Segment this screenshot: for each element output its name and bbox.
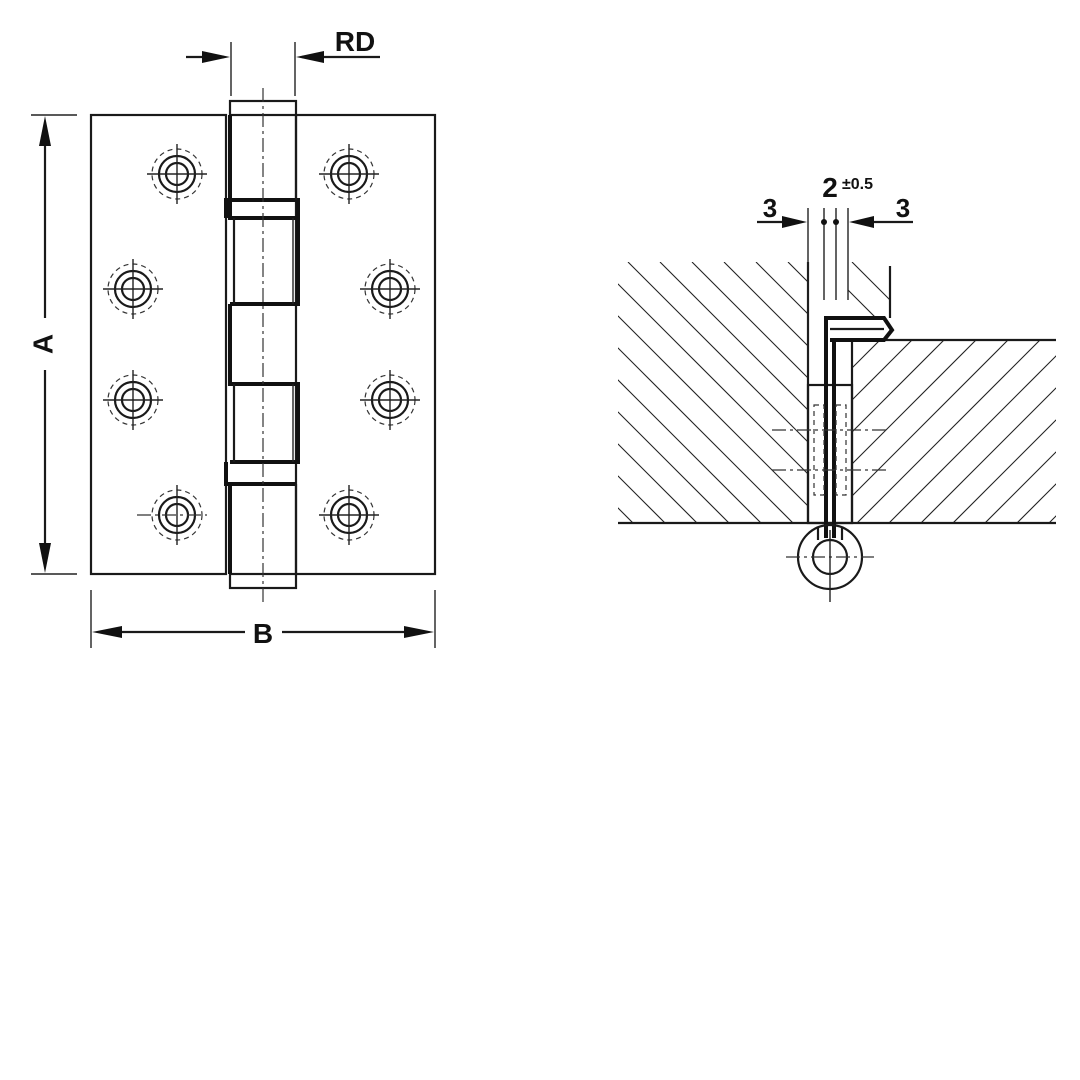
screw-holes <box>103 144 420 545</box>
dimension-height: A <box>27 114 77 575</box>
recessed-leaves <box>772 340 886 538</box>
section-view: 3 3 2 ±0.5 <box>618 172 1056 602</box>
right-leaf <box>294 113 437 576</box>
dim-right-offset: 3 <box>896 193 910 223</box>
dimension-width: B <box>90 590 436 649</box>
screw-hole <box>147 144 207 204</box>
knuckle-barrel <box>224 99 300 590</box>
screw-hole <box>103 259 163 319</box>
dim-label-a: A <box>27 334 58 354</box>
left-leaf <box>89 113 228 576</box>
dim-left-offset: 3 <box>763 193 777 223</box>
screw-hole <box>360 259 420 319</box>
open-leaf <box>824 316 895 342</box>
knuckle-section <box>786 523 874 602</box>
screw-hole <box>103 370 163 430</box>
dim-gap-tolerance: ±0.5 <box>842 176 873 193</box>
dimension-knuckle-diameter: RD <box>186 26 380 96</box>
dimension-gap: 3 3 2 ±0.5 <box>757 172 913 370</box>
dim-label-rd: RD <box>335 26 375 57</box>
screw-hole <box>137 485 207 545</box>
screw-hole <box>360 370 420 430</box>
dim-label-b: B <box>253 618 273 649</box>
door-block-hatching <box>852 340 1056 523</box>
screw-hole <box>319 144 379 204</box>
screw-hole <box>319 485 379 545</box>
frame-block-hatching <box>618 262 808 523</box>
door-top-hatching <box>848 262 890 318</box>
dim-gap-value: 2 <box>822 172 838 203</box>
front-view: A B RD <box>27 26 437 649</box>
